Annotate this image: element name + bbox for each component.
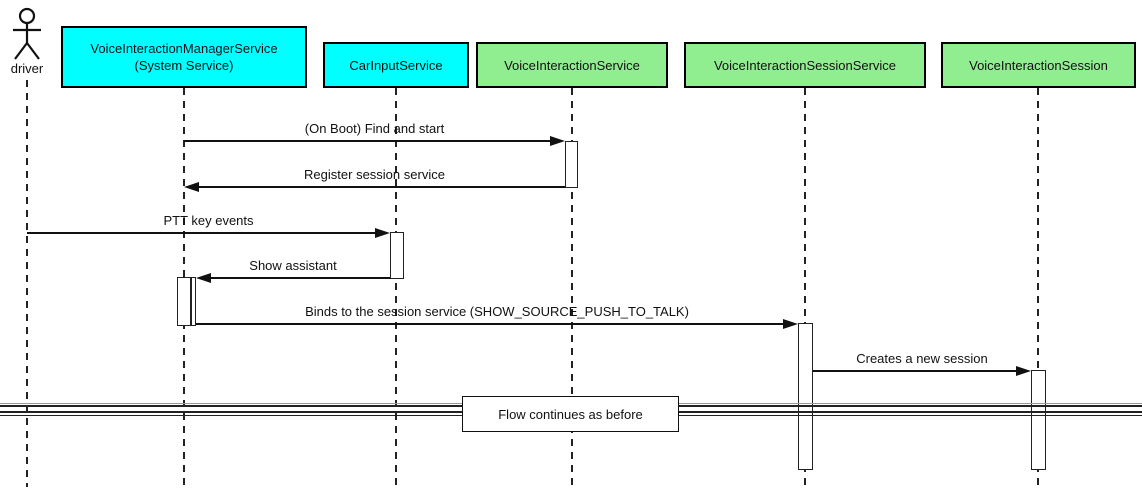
activation-bar-vims [177,277,196,326]
participant-viss: VoiceInteractionSessionService [684,42,926,88]
message-label-on-boot-find-and-start: (On Boot) Find and start [304,121,445,136]
message-label-register-session-service: Register session service [304,167,445,182]
divider-label-box: Flow continues as before [462,396,679,432]
message-line-on-boot-find-and-start [184,140,551,142]
message-arrowhead-on-boot-find-and-start [550,135,565,146]
activation-bar-vis [565,141,578,188]
participant-vims: VoiceInteractionManagerService (System S… [61,26,307,88]
participant-viss-label: VoiceInteractionSessionService [713,57,897,73]
actor-driver-icon [13,7,41,60]
participant-cis: CarInputService [323,42,469,88]
activation-bar-viss [798,323,813,470]
message-arrowhead-creates-a-new-session [1016,365,1031,376]
message-label-ptt-key-events: PTT key events [163,213,254,228]
message-line-register-session-service [199,186,565,188]
activation-bar-vims-nested [190,278,192,325]
message-label-binds-to-session-service: Binds to the session service (SHOW_SOURC… [305,304,689,319]
participant-vis-label: VoiceInteractionService [504,57,640,73]
message-arrowhead-register-session-service [184,181,199,192]
participant-vsession: VoiceInteractionSession [941,42,1136,88]
divider-label: Flow continues as before [498,406,643,422]
activation-bar-vsession [1031,370,1046,470]
message-line-binds-to-session-service [196,323,784,325]
lifeline-viss [804,88,806,487]
message-line-ptt-key-events [27,232,376,234]
lifeline-cis [395,88,397,487]
lifeline-vis [571,88,573,487]
participant-vsession-label: VoiceInteractionSession [969,57,1108,73]
message-label-show-assistant: Show assistant [249,258,337,273]
message-arrowhead-show-assistant [196,272,211,283]
participant-cis-label: CarInputService [349,57,443,73]
participant-vis: VoiceInteractionService [476,42,668,88]
lifeline-vsession [1037,88,1039,487]
lifeline-driver [26,80,28,487]
participant-vims-line2: (System Service) [134,58,234,73]
message-arrowhead-ptt-key-events [375,227,390,238]
message-label-creates-a-new-session: Creates a new session [856,351,988,366]
message-line-show-assistant [211,277,390,279]
activation-bar-cis [390,232,404,279]
message-line-creates-a-new-session [813,370,1017,372]
actor-driver-label: driver [10,61,44,76]
participant-vims-line1: VoiceInteractionManagerService [90,41,278,56]
message-arrowhead-binds-to-session-service [783,318,798,329]
